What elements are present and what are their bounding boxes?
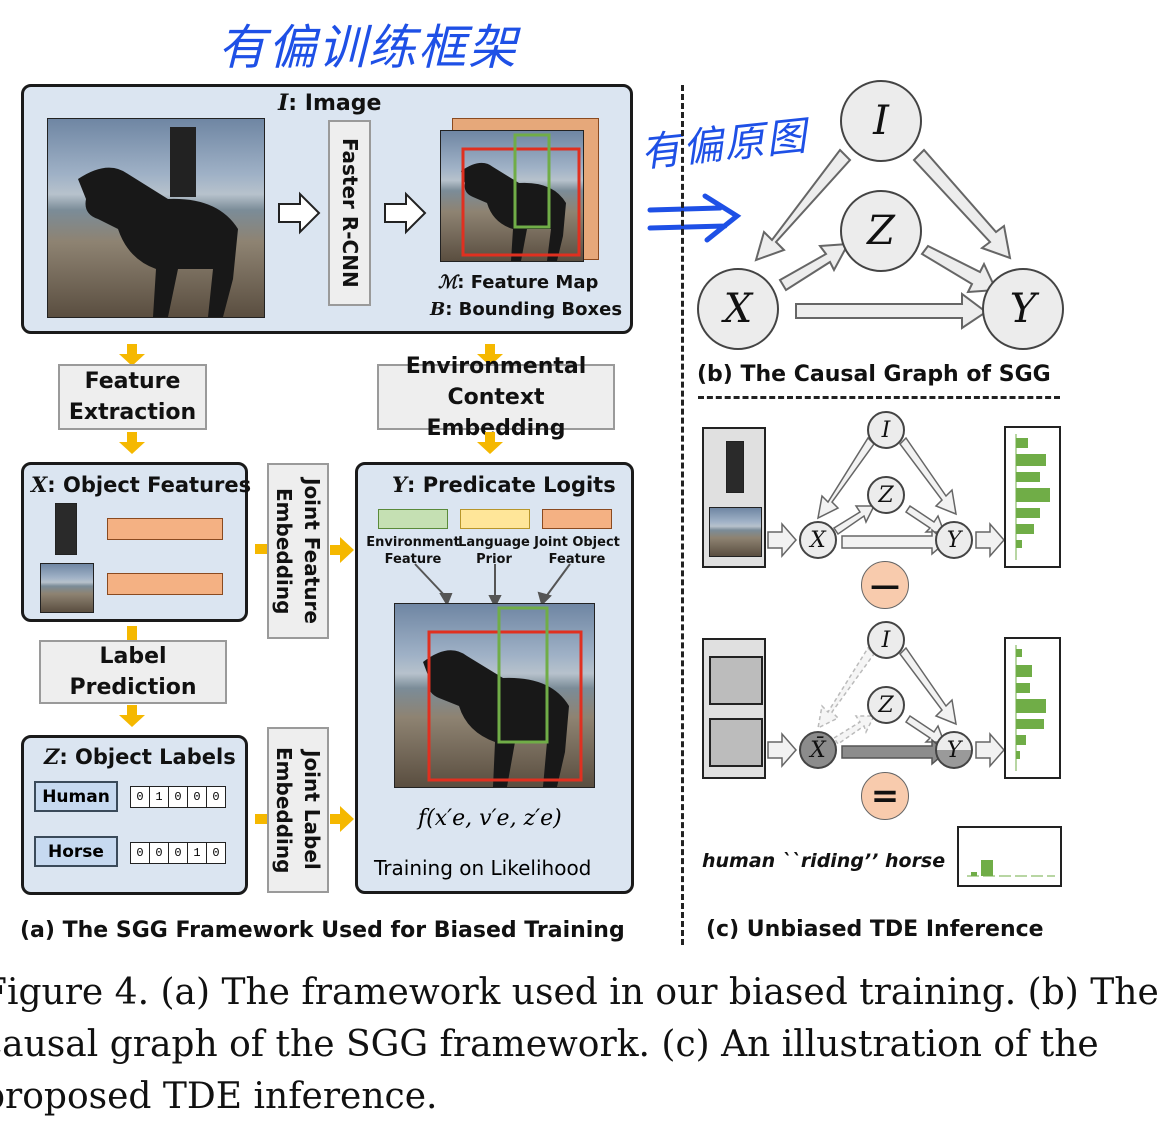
bounding-boxes-label: B: Bounding Boxes [430,299,623,320]
gold-arrow-icon [255,814,267,824]
histogram-full [1004,426,1061,568]
feature-merge-arrows [414,563,571,606]
tde-graph-edges-1 [767,436,1005,558]
language-prior-bar [460,509,530,529]
node-Z-small-2: Z [867,686,905,724]
handwritten-top-note: 有偏训练框架 [218,20,519,76]
equals-operator: = [861,772,909,820]
figure-caption-line-3: proposed TDE inference. [0,1076,438,1117]
hollow-arrow-icon [384,191,427,235]
horse-feature-vector [107,573,223,595]
node-Y: Y [982,268,1064,350]
vertical-divider [681,85,684,945]
panel-c-caption: (c) Unbiased TDE Inference [706,917,1044,942]
training-label: Training on Likelihood [374,856,592,880]
image-label: I: Image [278,90,382,116]
horse-tag: Horse [34,836,118,867]
histogram-result [957,826,1062,887]
gold-arrow-icon [127,626,137,642]
node-Y-small-2: Y [935,731,973,769]
joint-feature-embedding-box: Joint Feature Embedding [267,463,329,639]
feature-map-label: ℳ: Feature Map [438,272,599,293]
feature-map-image [440,130,584,262]
horse-crop-image [40,563,94,613]
histogram-full-bars [1015,434,1050,560]
hollow-arrow-icon [278,191,321,235]
horse-crop-small [709,507,762,557]
predicate-logits-label: Y: Predicate Logits [392,472,616,497]
node-I-small: I [867,411,905,449]
object-labels-label: Z: Object Labels [44,744,236,769]
histogram-result-bars [967,860,1055,877]
node-I: I [840,80,922,162]
handwritten-arrow-icon [647,193,742,243]
training-image [394,603,595,788]
node-I-small-2: I [867,621,905,659]
figure-caption-line-1: Figure 4. (a) The framework used in our … [0,972,1159,1013]
human-tag: Human [34,781,118,812]
node-Xbar-small: X̄ [799,731,837,769]
person-crop-image [55,503,77,555]
minus-operator: — [861,561,909,609]
node-X: X [697,268,779,350]
gold-arrow-icon [477,432,503,454]
input-image [47,118,265,318]
masked-crop-1 [709,656,763,705]
histogram-counterfactual-bars [1015,645,1046,771]
node-Z: Z [840,190,922,272]
panel-a-caption: (a) The SGG Framework Used for Biased Tr… [20,918,625,943]
person-crop-small [726,441,744,493]
causal-graph-edges [754,148,1012,330]
node-Y-small: Y [935,521,973,559]
node-Z-small: Z [867,476,905,514]
gold-arrow-icon [119,432,145,454]
gold-arrow-icon [255,544,267,554]
horizontal-divider [698,396,1060,399]
result-text: human ``riding’’ horse [702,850,946,872]
figure-caption-line-2: causal graph of the SGG framework. (c) A… [0,1024,1099,1065]
gold-arrow-icon [119,705,145,727]
object-features-label: X: Object Features [31,472,252,497]
gold-arrow-icon [477,344,503,366]
joint-label-embedding-box: Joint Label Embedding [267,727,329,893]
joint-object-bar [542,509,612,529]
panel-b-caption: (b) The Causal Graph of SGG [697,362,1051,387]
node-X-small: X [799,521,837,559]
gold-arrow-icon [330,537,354,563]
object-labels-panel [21,735,248,895]
gold-arrow-icon [330,806,354,832]
person-feature-vector [107,518,223,540]
faster-rcnn-box: Faster R-CNN [328,120,371,306]
env-feature-bar [378,509,448,529]
masked-crop-2 [709,718,763,767]
formula: f(x′e, v′e, z′e) [418,806,562,831]
gold-arrow-icon [119,344,145,366]
